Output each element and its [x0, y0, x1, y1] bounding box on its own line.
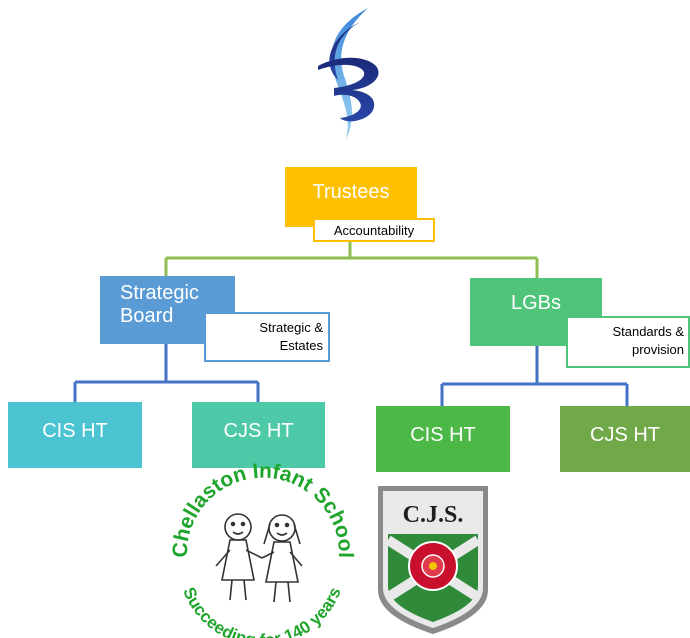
- cis-ht-right-node: CIS HT: [376, 406, 510, 472]
- cis-ht-right-label: CIS HT: [410, 424, 476, 446]
- cjs-ht-left-label: CJS HT: [223, 420, 294, 442]
- trustees-node: Trustees: [285, 167, 417, 227]
- lgbs-label: LGBs: [510, 292, 562, 314]
- lgbs-tag-line2: provision: [631, 341, 684, 357]
- cjs-ht-right-node: CJS HT: [560, 406, 690, 472]
- junior-school-initials: C.J.S.: [403, 502, 464, 528]
- strategic-board-label-line1: Strategic: [120, 282, 199, 304]
- strategic-board-label-line2: Board: [120, 305, 174, 327]
- strategic-board-tag-line2: Estates: [279, 337, 323, 353]
- cis-ht-left-node: CIS HT: [8, 402, 142, 468]
- trustees-tag: Accountability: [313, 218, 435, 242]
- lgbs-tag: Standards & provision: [566, 316, 690, 368]
- lgbs-tag-line1: Standards &: [612, 324, 684, 339]
- trustees-tag-text: Accountability: [333, 223, 415, 238]
- strategic-board-tag-line1: Strategic &: [259, 320, 323, 335]
- cjs-ht-left-node: CJS HT: [192, 402, 325, 468]
- cis-ht-left-label: CIS HT: [42, 420, 108, 442]
- cjs-ht-right-label: CJS HT: [590, 424, 660, 446]
- trustees-label: Trustees: [312, 181, 390, 203]
- children-drawing: [215, 513, 303, 603]
- strategic-board-tag: Strategic & Estates: [204, 312, 330, 362]
